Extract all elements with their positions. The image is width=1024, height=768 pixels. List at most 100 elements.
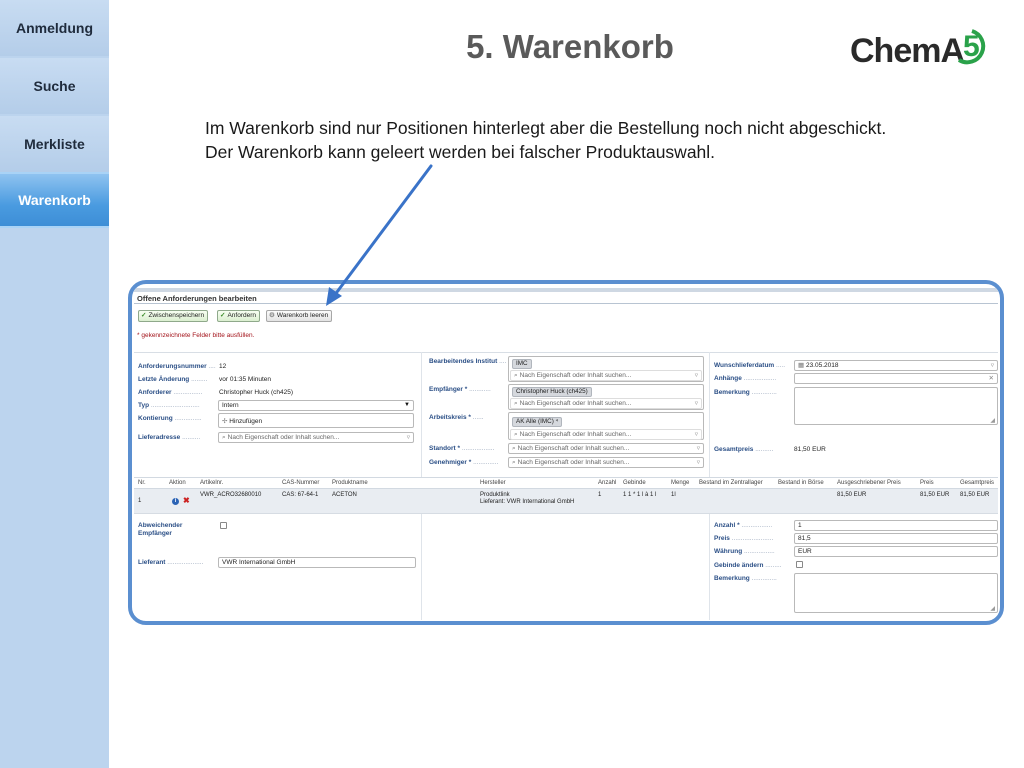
location-label: Standort * .................. (429, 445, 495, 452)
label-text: Typ (138, 402, 150, 409)
cell-listed-price: 81,50 EUR (837, 492, 867, 498)
chevron-down-icon: ▼ (404, 402, 410, 408)
label-text: Kontierung (138, 415, 173, 422)
logo-number: 5 (963, 30, 980, 63)
cell-container: 1 1 * 1 l à 1 l (623, 492, 657, 498)
location-search-input[interactable]: ⌕Nach Eigenschaft oder Inhalt suchen...▿ (508, 443, 704, 454)
recipient-field[interactable]: Christopher Huck (ch425) ⌕Nach Eigenscha… (508, 384, 704, 410)
cell-product: ACETON (332, 492, 357, 498)
column-header[interactable]: Hersteller (480, 480, 506, 486)
remove-icon[interactable]: ⁴ (555, 418, 559, 425)
alt-recipient-label-2: Empfänger (138, 530, 172, 537)
cell-article-no: VWR_ACRO32680010 (200, 492, 262, 498)
label-text: Bemerkung (714, 575, 750, 582)
search-icon: ⌕ (222, 434, 226, 441)
search-placeholder: Nach Eigenschaft oder Inhalt suchen... (519, 400, 632, 407)
resize-handle-icon[interactable]: ◢ (990, 606, 995, 612)
bottom-remark-textarea[interactable]: ◢ (794, 573, 998, 613)
label-text: Gebinde ändern (714, 562, 764, 569)
resize-handle-icon[interactable]: ◢ (990, 418, 995, 424)
column-header[interactable]: Aktion (169, 480, 186, 486)
cell-amount: 1l (671, 492, 676, 498)
column-header[interactable]: Bestand in Börse (778, 480, 824, 486)
search-icon: ⌕ (512, 459, 516, 466)
clear-cart-button[interactable]: ⚙Warenkorb leeren (266, 310, 333, 322)
last-change-value: vor 01:35 Minuten (219, 376, 272, 383)
approver-search-input[interactable]: ⌕Nach Eigenschaft oder Inhalt suchen...▿ (508, 457, 704, 468)
filter-icon: ▿ (694, 431, 698, 438)
recipient-search-input[interactable]: ⌕Nach Eigenschaft oder Inhalt suchen... ▿ (510, 398, 702, 409)
recipient-label: Empfänger * ............ (429, 386, 491, 393)
column-header[interactable]: Menge (671, 480, 690, 486)
plus-icon: ✢ (222, 418, 230, 425)
workgroup-search-input[interactable]: ⌕Nach Eigenschaft oder Inhalt suchen...▿ (510, 429, 702, 440)
institute-field[interactable]: IMC ⌕Nach Eigenschaft oder Inhalt suchen… (508, 356, 704, 382)
column-header[interactable]: CAS-Nummer (282, 480, 320, 486)
type-select[interactable]: Intern▼ (218, 400, 414, 411)
account-field[interactable]: ✢ Hinzufügen (218, 413, 414, 428)
workgroup-label: Arbeitskreis * ...... (429, 414, 484, 421)
filter-icon: ▿ (694, 400, 698, 407)
app-screenshot-frame: Offene Anforderungen bearbeiten ✓Zwische… (128, 280, 1004, 625)
chip-label: AK Alle (IMC) (516, 418, 554, 425)
search-icon: ⌕ (514, 400, 518, 407)
column-header[interactable]: Anzahl (598, 480, 617, 486)
product-link[interactable]: Produktlink (480, 492, 510, 498)
price-label: Preis ....................... (714, 535, 774, 542)
desired-date-input[interactable]: ▦ 23.05.2018▿ (794, 360, 998, 371)
supplier-label: Lieferant .................... (138, 559, 204, 566)
save-draft-button[interactable]: ✓Zwischenspeichern (138, 310, 209, 322)
label-text: Gesamtpreis (714, 446, 754, 453)
delivery-address-label: Lieferadresse .......... (138, 434, 201, 441)
request-button[interactable]: ✓Anfordern (217, 310, 260, 322)
total-label: Gesamtpreis .......... (714, 446, 774, 453)
workgroup-field[interactable]: AK Alle (IMC) ⁴ ⌕Nach Eigenschaft oder I… (508, 412, 704, 440)
sidebar-nav: Anmeldung Suche Merkliste Warenkorb (0, 0, 109, 768)
currency-label: Währung ................. (714, 548, 775, 555)
app-header: Offene Anforderungen bearbeiten (137, 294, 257, 303)
nav-item-merkliste[interactable]: Merkliste (0, 116, 109, 172)
last-change-label: Letzte Änderung ......... (138, 376, 208, 383)
requester-label: Anforderer ................ (138, 389, 203, 396)
column-header[interactable]: Bestand im Zentrallager (699, 480, 763, 486)
label-text: Letzte Änderung (138, 376, 190, 383)
nav-item-warenkorb[interactable]: Warenkorb (0, 172, 109, 228)
supplier-input[interactable]: VWR International GmbH (218, 557, 416, 568)
column-header[interactable]: Nr. (138, 480, 146, 486)
currency-input[interactable]: EUR (794, 546, 998, 557)
app-topbar (134, 288, 998, 292)
label-text: Bearbeitendes Institut (429, 358, 498, 365)
account-search-input[interactable]: ⌕Nach Eigenschaft oder Inhalt suchen...▿ (218, 432, 414, 443)
label-text: Lieferant (138, 559, 166, 566)
column-header[interactable]: Produktname (332, 480, 368, 486)
nav-item-anmeldung[interactable]: Anmeldung (0, 0, 109, 56)
column-header[interactable]: Gesamtpreis (960, 480, 995, 486)
cell-total: 81,50 EUR (960, 492, 990, 498)
label-text: Standort * (429, 445, 461, 452)
account-add-link[interactable]: ✢ Hinzufügen (222, 417, 262, 425)
column-header[interactable]: Artikelnr. (200, 480, 224, 486)
nav-item-label: Warenkorb (18, 192, 91, 208)
price-input[interactable]: 81,5 (794, 533, 998, 544)
delete-icon[interactable]: ✖ (183, 496, 190, 505)
table-row[interactable]: 1 i ✖ VWR_ACRO32680010 CAS: 67-64-1 ACET… (134, 489, 998, 514)
label-text: Anforderer (138, 389, 172, 396)
change-container-checkbox[interactable] (796, 561, 803, 568)
type-label: Typ ........................... (138, 402, 200, 409)
alt-recipient-checkbox[interactable] (220, 522, 227, 529)
recipient-chip: Christopher Huck (ch425) (512, 387, 592, 397)
remark-textarea[interactable]: ◢ (794, 387, 998, 425)
label-text: Anzahl * (714, 522, 740, 529)
nav-item-suche[interactable]: Suche (0, 58, 109, 114)
attachments-input[interactable]: ✕ (794, 373, 998, 384)
count-input[interactable]: 1 (794, 520, 998, 531)
clear-icon[interactable]: ✕ (988, 375, 994, 382)
label-text: Genehmiger * (429, 459, 472, 466)
column-header[interactable]: Ausgeschriebener Preis (837, 480, 901, 486)
institute-search-input[interactable]: ⌕Nach Eigenschaft oder Inhalt suchen...▿ (510, 370, 702, 381)
label-text: Preis (714, 535, 730, 542)
column-header[interactable]: Gebinde (623, 480, 646, 486)
column-header[interactable]: Preis (920, 480, 934, 486)
info-icon[interactable]: i (172, 498, 179, 505)
